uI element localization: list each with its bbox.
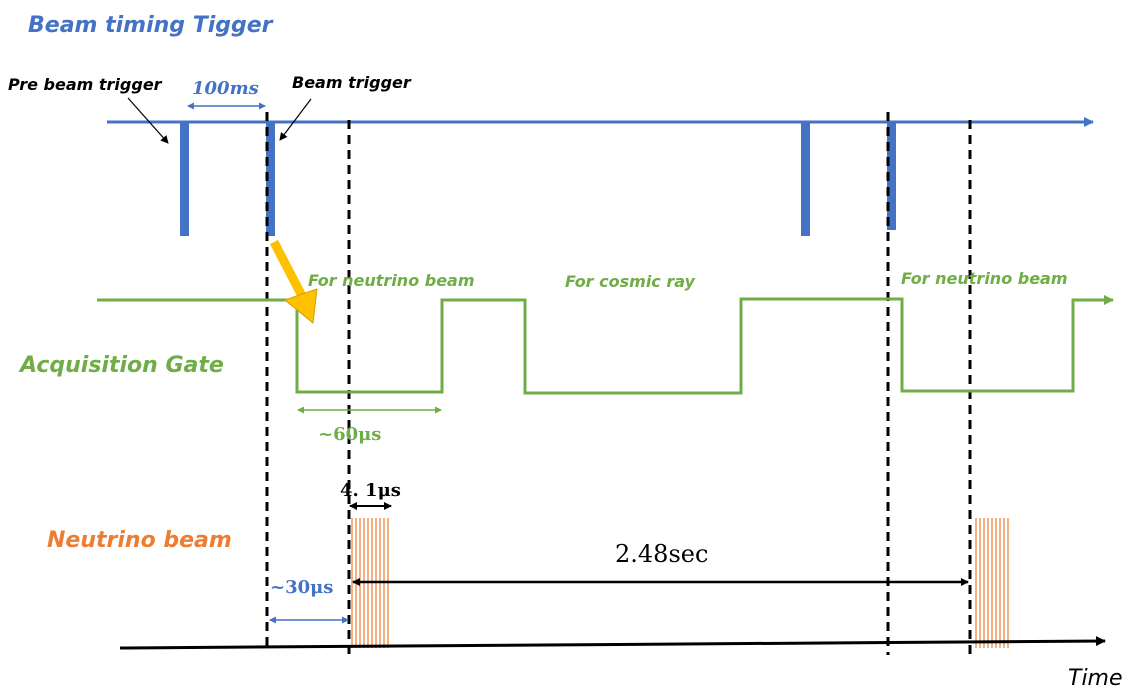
delay-30us-label: ~30μs bbox=[270, 577, 333, 598]
pre-beam-trigger-pointer bbox=[127, 97, 169, 144]
beam-trigger-pulse-1 bbox=[266, 122, 275, 236]
beam-trigger-label: Beam trigger bbox=[292, 73, 412, 92]
time-axis bbox=[119, 636, 1106, 650]
acquisition-gate-title: Acquisition Gate bbox=[18, 353, 224, 378]
period-2-48sec-label: 2.48sec bbox=[615, 540, 708, 568]
acquisition-gate-waveform bbox=[97, 295, 1114, 395]
pre-beam-trigger-pulse-2 bbox=[801, 122, 810, 236]
time-axis-label: Time bbox=[1068, 666, 1123, 691]
neutrino-spill-2 bbox=[975, 518, 1009, 648]
pre-beam-trigger-label: Pre beam trigger bbox=[8, 75, 163, 94]
beam-timing-title: Beam timing Tigger bbox=[28, 13, 274, 38]
neutrino-beam-title: Neutrino beam bbox=[47, 528, 232, 553]
pre-beam-trigger-pulse-1 bbox=[180, 122, 189, 236]
trigger-to-gate-arrow-head bbox=[283, 288, 318, 324]
gate-60us-label: ~60μs bbox=[318, 424, 381, 445]
beam-trigger-pulse-2 bbox=[887, 122, 896, 230]
for-neutrino-beam-label-2: For neutrino beam bbox=[901, 269, 1068, 288]
trigger-to-gate-arrow-shaft bbox=[270, 239, 306, 299]
interval-100ms-label: 100ms bbox=[192, 78, 259, 99]
for-cosmic-ray-label: For cosmic ray bbox=[565, 272, 696, 291]
for-neutrino-beam-label-1: For neutrino beam bbox=[308, 271, 475, 290]
beam-trigger-pointer bbox=[279, 98, 312, 141]
spill-4-1us-label: 4. 1μs bbox=[340, 480, 401, 501]
